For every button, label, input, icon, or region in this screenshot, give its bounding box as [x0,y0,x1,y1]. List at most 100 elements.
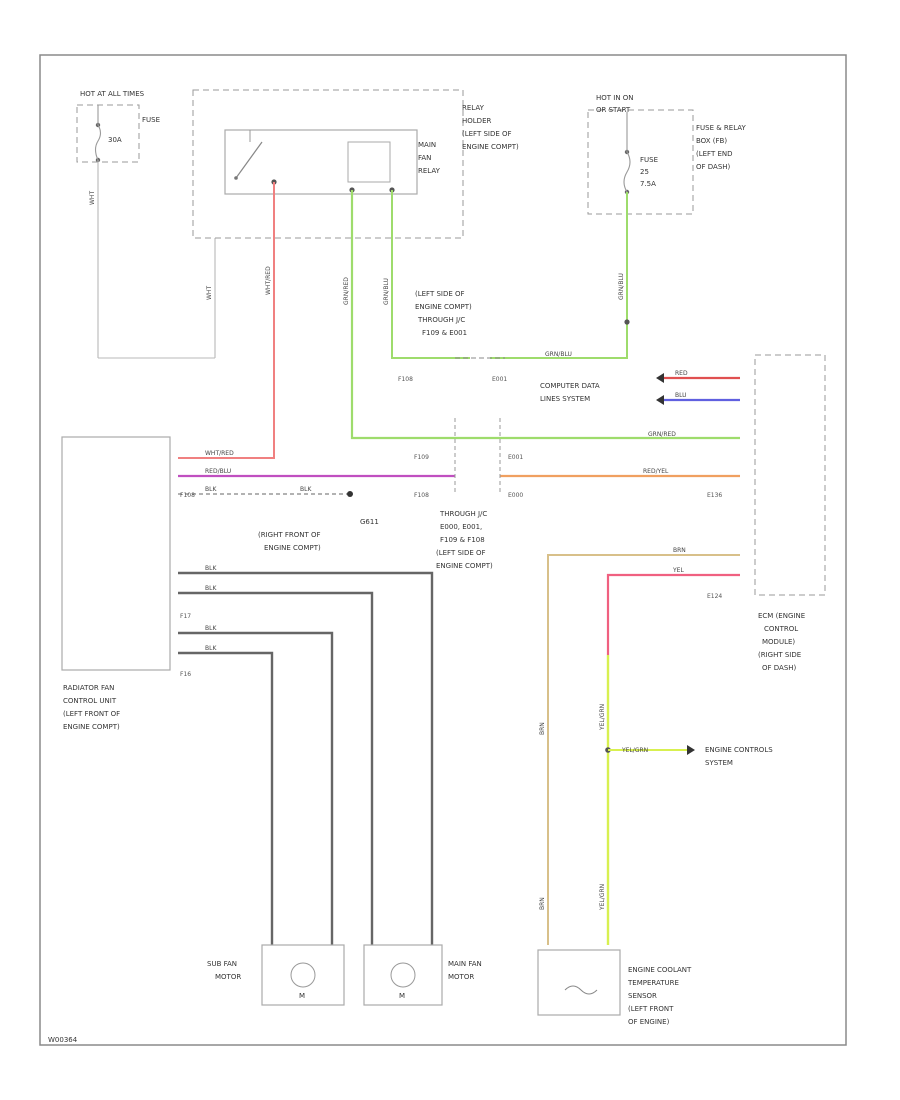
svg-text:BRN: BRN [673,547,686,554]
relay-holder-label: RELAY HOLDER (LEFT SIDE OF ENGINE COMPT) [462,104,519,151]
svg-text:WHT/RED: WHT/RED [205,450,234,457]
svg-text:OF DASH): OF DASH) [696,163,731,171]
fuse-label-top-left: FUSE [142,116,160,124]
fuse-relay-box: HOT IN ON OR START FUSE & RELAY BOX (FB)… [587,94,747,215]
svg-text:GRN/BLU: GRN/BLU [383,278,390,305]
junction-connectors: F108 E001 F109 E001 F108 E000 E136 E124 … [180,357,722,678]
svg-text:F109 & E001: F109 & E001 [422,329,467,337]
main-fan-relay-label: MAIN FAN RELAY [418,141,441,175]
svg-text:LINES SYSTEM: LINES SYSTEM [540,395,590,403]
ground-g611-label: G611 (RIGHT FRONT OF ENGINE COMPT) [258,518,379,552]
svg-text:(LEFT SIDE OF: (LEFT SIDE OF [415,290,465,298]
svg-text:BRN: BRN [539,897,546,910]
svg-text:E124: E124 [707,593,722,600]
fuse-30a-label: 30A [108,136,122,144]
wire-blk-main-1 [178,571,434,945]
wire-blk-sub-1 [178,631,334,945]
svg-text:M: M [299,992,305,1000]
sub-fan-motor: M SUB FAN MOTOR [207,944,345,1006]
svg-text:BLK: BLK [205,625,217,632]
svg-text:CONTROL: CONTROL [764,625,798,633]
svg-text:E001: E001 [508,454,523,461]
svg-text:F109 & F108: F109 & F108 [440,536,485,544]
wire-grn-blu-fuse [490,192,628,359]
svg-text:BLU: BLU [675,392,687,399]
svg-text:FAN: FAN [418,154,431,162]
svg-text:GRN/BLU: GRN/BLU [618,273,625,300]
svg-text:F108: F108 [398,376,413,383]
svg-text:SENSOR: SENSOR [628,992,657,1000]
ecm-module: ECM (ENGINE CONTROL MODULE) (RIGHT SIDE … [754,354,826,672]
svg-text:OR START: OR START [596,106,631,114]
wire-brn [547,554,740,945]
svg-text:GRN/BLU: GRN/BLU [545,351,572,358]
svg-text:COMPUTER DATA: COMPUTER DATA [540,382,600,390]
svg-text:(LEFT SIDE OF: (LEFT SIDE OF [462,130,512,138]
svg-text:WHT: WHT [206,286,213,300]
svg-text:F109: F109 [414,454,429,461]
svg-text:(LEFT FRONT OF: (LEFT FRONT OF [63,710,120,718]
svg-text:BLK: BLK [300,486,312,493]
wire-blk-main-2 [178,591,374,945]
svg-text:HOLDER: HOLDER [462,117,491,125]
engine-coolant-temperature-sensor: ENGINE COOLANT TEMPERATURE SENSOR (LEFT … [537,949,692,1026]
wire-grn-blu [391,190,470,359]
svg-text:OF DASH): OF DASH) [762,664,797,672]
radiator-fan-control-unit: RADIATOR FAN CONTROL UNIT (LEFT FRONT OF… [61,436,171,731]
svg-text:E001: E001 [492,376,507,383]
svg-text:YEL: YEL [672,567,684,574]
svg-text:YEL/GRN: YEL/GRN [621,747,648,754]
svg-text:E000: E000 [508,492,523,499]
svg-text:THROUGH J/C: THROUGH J/C [439,510,487,518]
svg-text:RED/BLU: RED/BLU [205,468,231,475]
svg-text:(LEFT FRONT: (LEFT FRONT [628,1005,674,1013]
svg-text:BOX (FB): BOX (FB) [696,137,727,145]
svg-text:ENGINE COMPT): ENGINE COMPT) [436,562,493,570]
svg-text:(RIGHT FRONT OF: (RIGHT FRONT OF [258,531,321,539]
svg-text:BLK: BLK [205,486,217,493]
svg-text:RELAY: RELAY [418,167,441,175]
svg-text:BLK: BLK [205,645,217,652]
svg-text:M: M [399,992,405,1000]
svg-text:ENGINE COMPT): ENGINE COMPT) [264,544,321,552]
wire-grn-red [350,190,740,440]
svg-text:MOTOR: MOTOR [215,973,241,981]
svg-text:ENGINE COMPT): ENGINE COMPT) [462,143,519,151]
main-fan-motor: M MAIN FAN MOTOR [363,944,482,1006]
svg-text:E136: E136 [707,492,722,499]
computer-data-lines-label: COMPUTER DATA LINES SYSTEM [540,382,600,403]
svg-text:(LEFT SIDE OF: (LEFT SIDE OF [436,549,486,557]
svg-text:GRN/RED: GRN/RED [648,431,676,438]
svg-text:7.5A: 7.5A [640,180,656,188]
svg-text:GRN/RED: GRN/RED [343,277,350,305]
svg-text:ENGINE COMPT): ENGINE COMPT) [415,303,472,311]
svg-text:WHT: WHT [89,191,96,205]
svg-text:G611: G611 [360,518,379,526]
svg-text:ECM (ENGINE: ECM (ENGINE [758,612,805,620]
svg-text:RED/YEL: RED/YEL [643,468,669,475]
hot-at-all-times-block: HOT AT ALL TIMES FUSE 30A WHT WHT [76,90,216,359]
svg-text:ENGINE COOLANT: ENGINE COOLANT [628,966,692,974]
svg-text:F16: F16 [180,671,191,678]
svg-text:YEL/GRN: YEL/GRN [599,884,606,911]
left-side-through-jc-label: (LEFT SIDE OF ENGINE COMPT) THROUGH J/C … [415,290,472,337]
svg-text:RED: RED [675,370,688,377]
svg-text:YEL/GRN: YEL/GRN [599,704,606,731]
svg-text:CONTROL UNIT: CONTROL UNIT [63,697,117,705]
svg-text:ENGINE CONTROLS: ENGINE CONTROLS [705,746,773,754]
svg-text:RELAY: RELAY [462,104,485,112]
engine-controls-system-label: ENGINE CONTROLS SYSTEM [705,746,773,767]
svg-text:BLK: BLK [205,565,217,572]
svg-text:BRN: BRN [539,722,546,735]
wire-blk-sub-2 [178,651,274,945]
svg-text:THROUGH J/C: THROUGH J/C [417,316,465,324]
svg-text:FUSE & RELAY: FUSE & RELAY [696,124,747,132]
svg-text:WHT/RED: WHT/RED [265,266,272,295]
svg-text:F108: F108 [414,492,429,499]
svg-text:TEMPERATURE: TEMPERATURE [627,979,679,987]
svg-text:(LEFT END: (LEFT END [696,150,733,158]
through-jc-label: THROUGH J/C E000, E001, F109 & F108 (LEF… [436,510,493,570]
svg-text:ENGINE COMPT): ENGINE COMPT) [63,723,120,731]
svg-text:SUB FAN: SUB FAN [207,960,237,968]
